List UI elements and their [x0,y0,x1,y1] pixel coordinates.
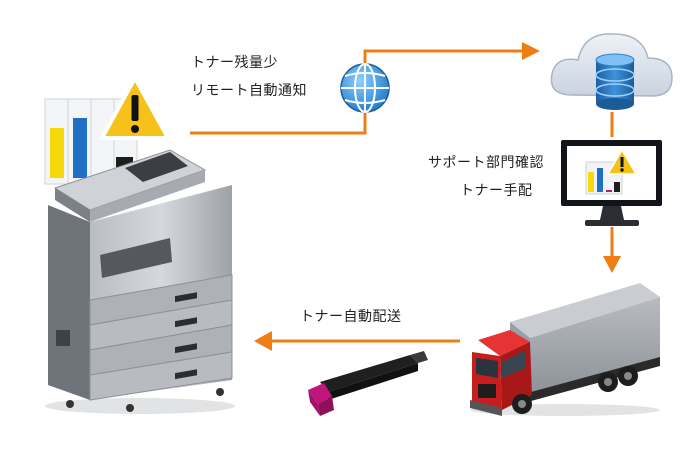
arrow-truck-to-printer [254,331,460,351]
arrow-printer-to-globe [190,112,367,135]
label-auto-delivery: トナー自動配送 [300,309,402,325]
globe-icon [340,63,390,113]
toner-bar-cyan [73,118,87,178]
database-icon [595,53,635,110]
toner-cartridge-icon [308,351,428,416]
label-toner-low: トナー残量少 [191,55,278,71]
arrow-globe-to-cloud [363,42,540,65]
label-auto-notify: リモート自動通知 [191,83,307,99]
monitor-icon [561,140,662,226]
label-toner-arrange: トナー手配 [460,183,533,199]
printer-icon [45,149,235,414]
truck-icon [470,283,660,416]
arrow-monitor-to-truck [603,227,621,273]
label-support-check: サポート部門確認 [428,155,544,171]
warning-icon [100,76,170,140]
toner-bar-yellow [50,128,64,178]
